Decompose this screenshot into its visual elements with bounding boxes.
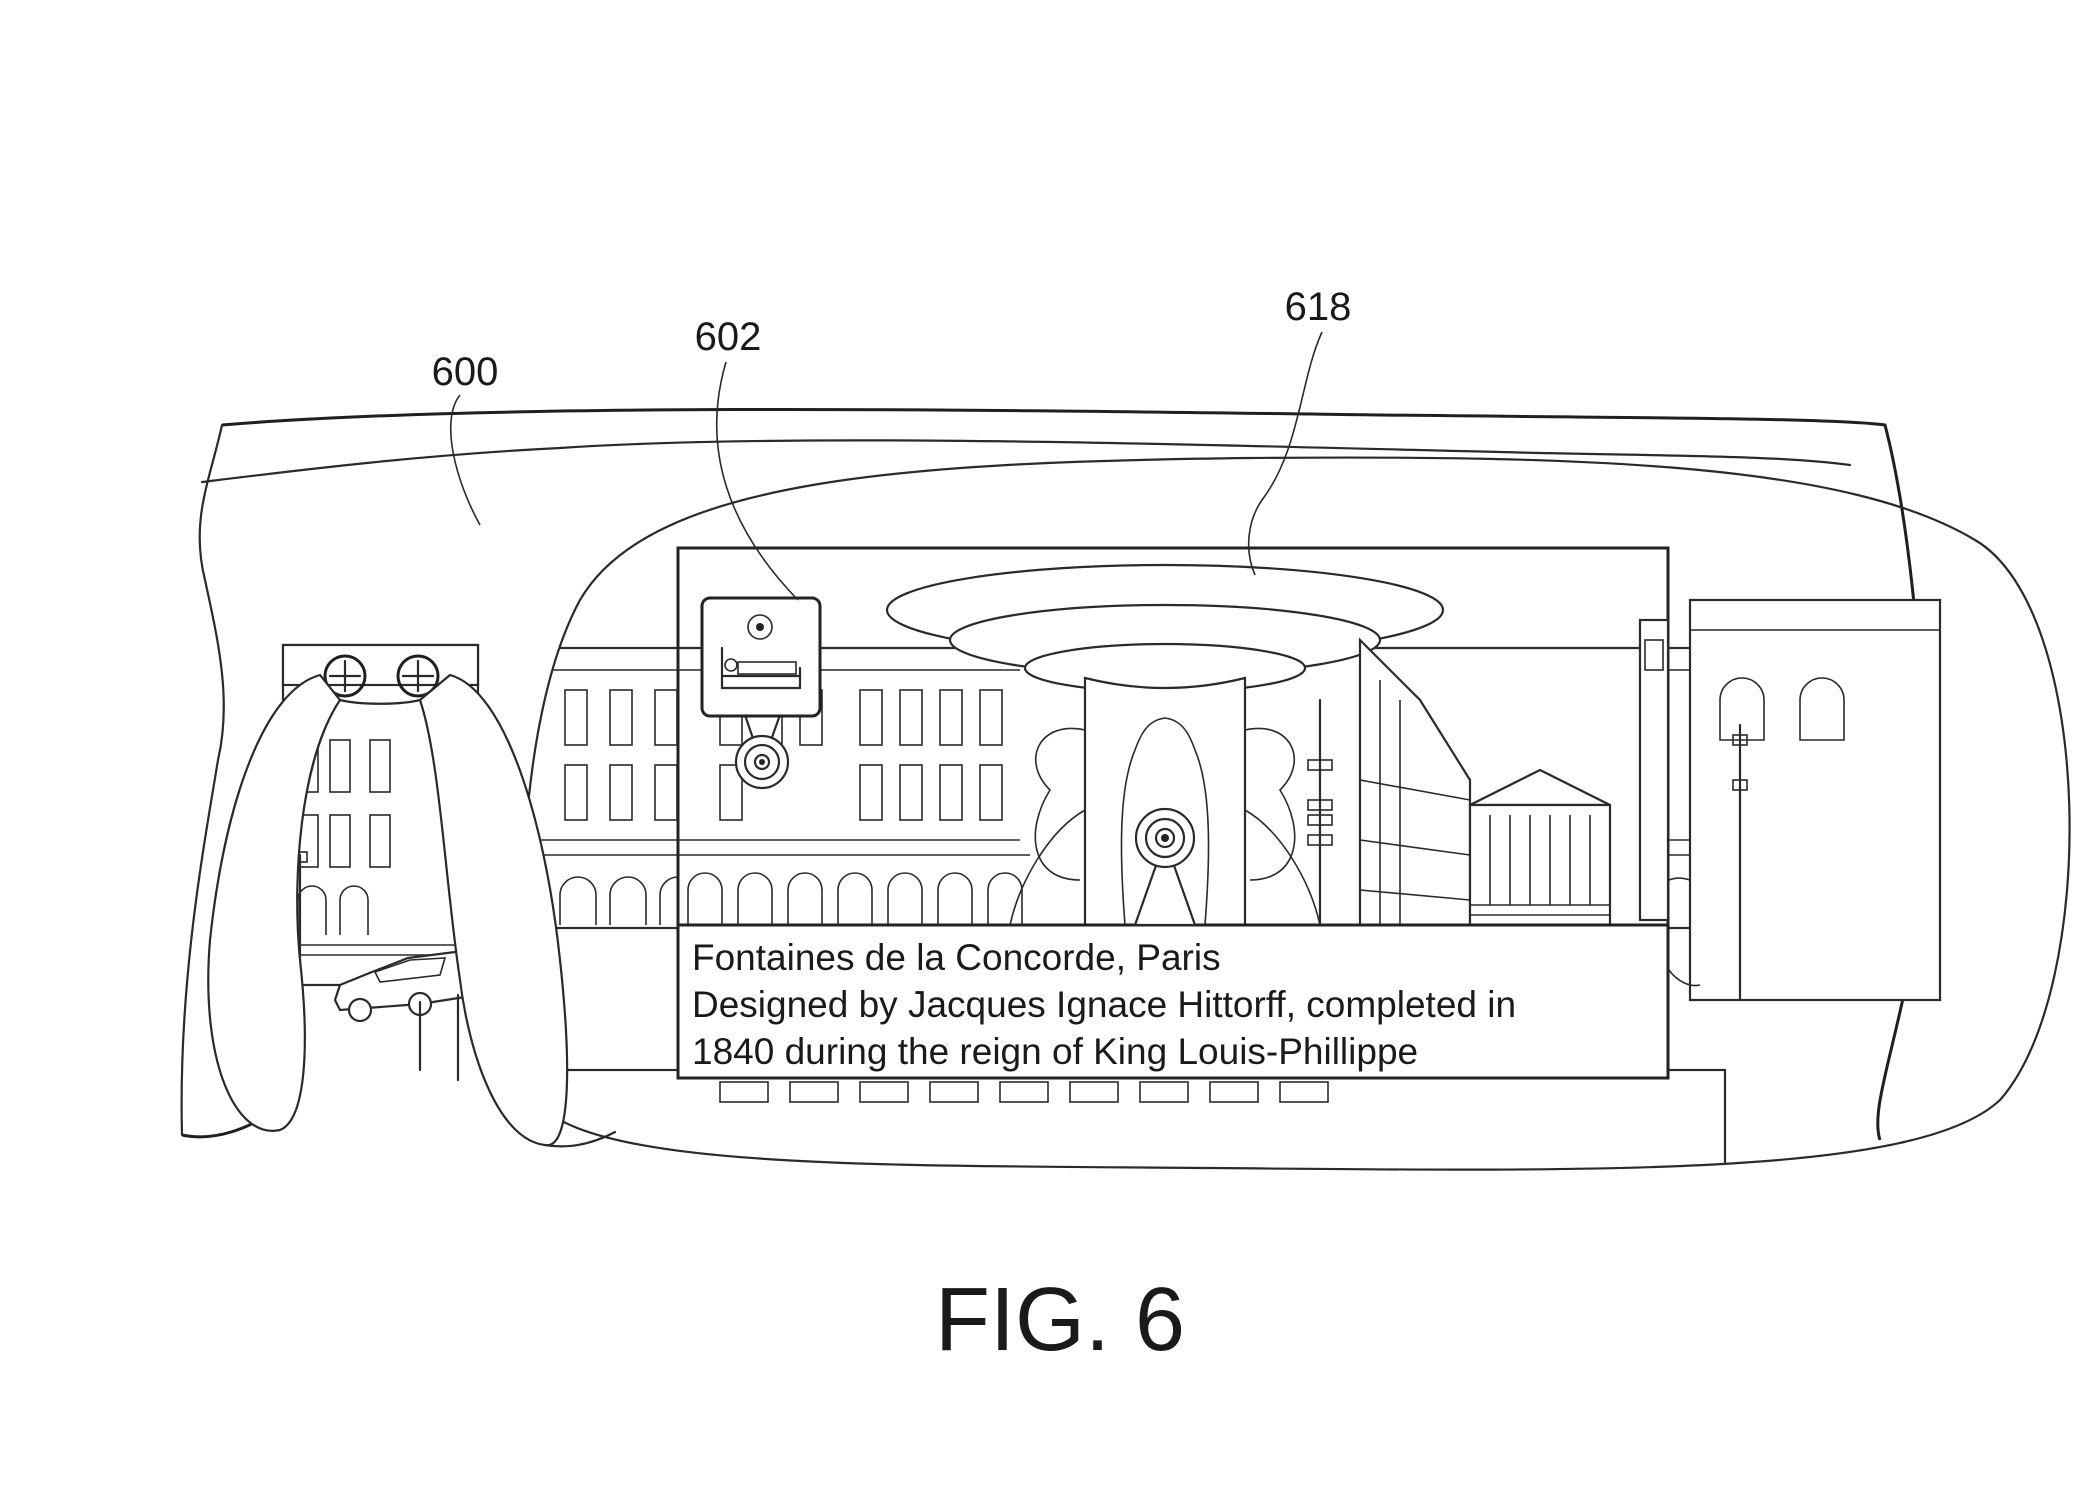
reference-labels: 600 602 618 bbox=[432, 285, 1352, 601]
fountain bbox=[885, 563, 1445, 927]
ref-602: 602 bbox=[695, 315, 762, 359]
ref-600: 600 bbox=[432, 350, 499, 394]
hotel-bed-icon bbox=[720, 614, 802, 690]
plus-circle-icon bbox=[323, 654, 367, 698]
left-view bbox=[207, 643, 617, 1148]
overlay-line-1: Designed by Jacques Ignace Hittorff, com… bbox=[692, 984, 1516, 1025]
ref-618: 618 bbox=[1285, 285, 1352, 329]
overlay-line-2: 1840 during the reign of King Louis-Phil… bbox=[692, 1031, 1418, 1072]
lower-band-windows bbox=[719, 1081, 1329, 1103]
lens-outline bbox=[520, 456, 2071, 1171]
lamp-post bbox=[1307, 698, 1333, 927]
angled-building bbox=[1358, 637, 1472, 927]
temple bbox=[1468, 768, 1612, 927]
marker-602 bbox=[700, 596, 822, 790]
ar-overlay: Fontaines de la Concorde, Paris Designed… bbox=[676, 546, 1670, 1080]
window-row-1 bbox=[564, 689, 678, 746]
edge-building bbox=[1638, 618, 1670, 922]
window-row-2 bbox=[564, 764, 678, 821]
plus-circle-icon bbox=[396, 654, 440, 698]
overlay-title: Fontaines de la Concorde, Paris bbox=[692, 937, 1221, 978]
target-icon bbox=[1133, 807, 1197, 927]
car-icon bbox=[333, 950, 480, 1023]
figure-label: FIG. 6 bbox=[935, 1270, 1185, 1370]
